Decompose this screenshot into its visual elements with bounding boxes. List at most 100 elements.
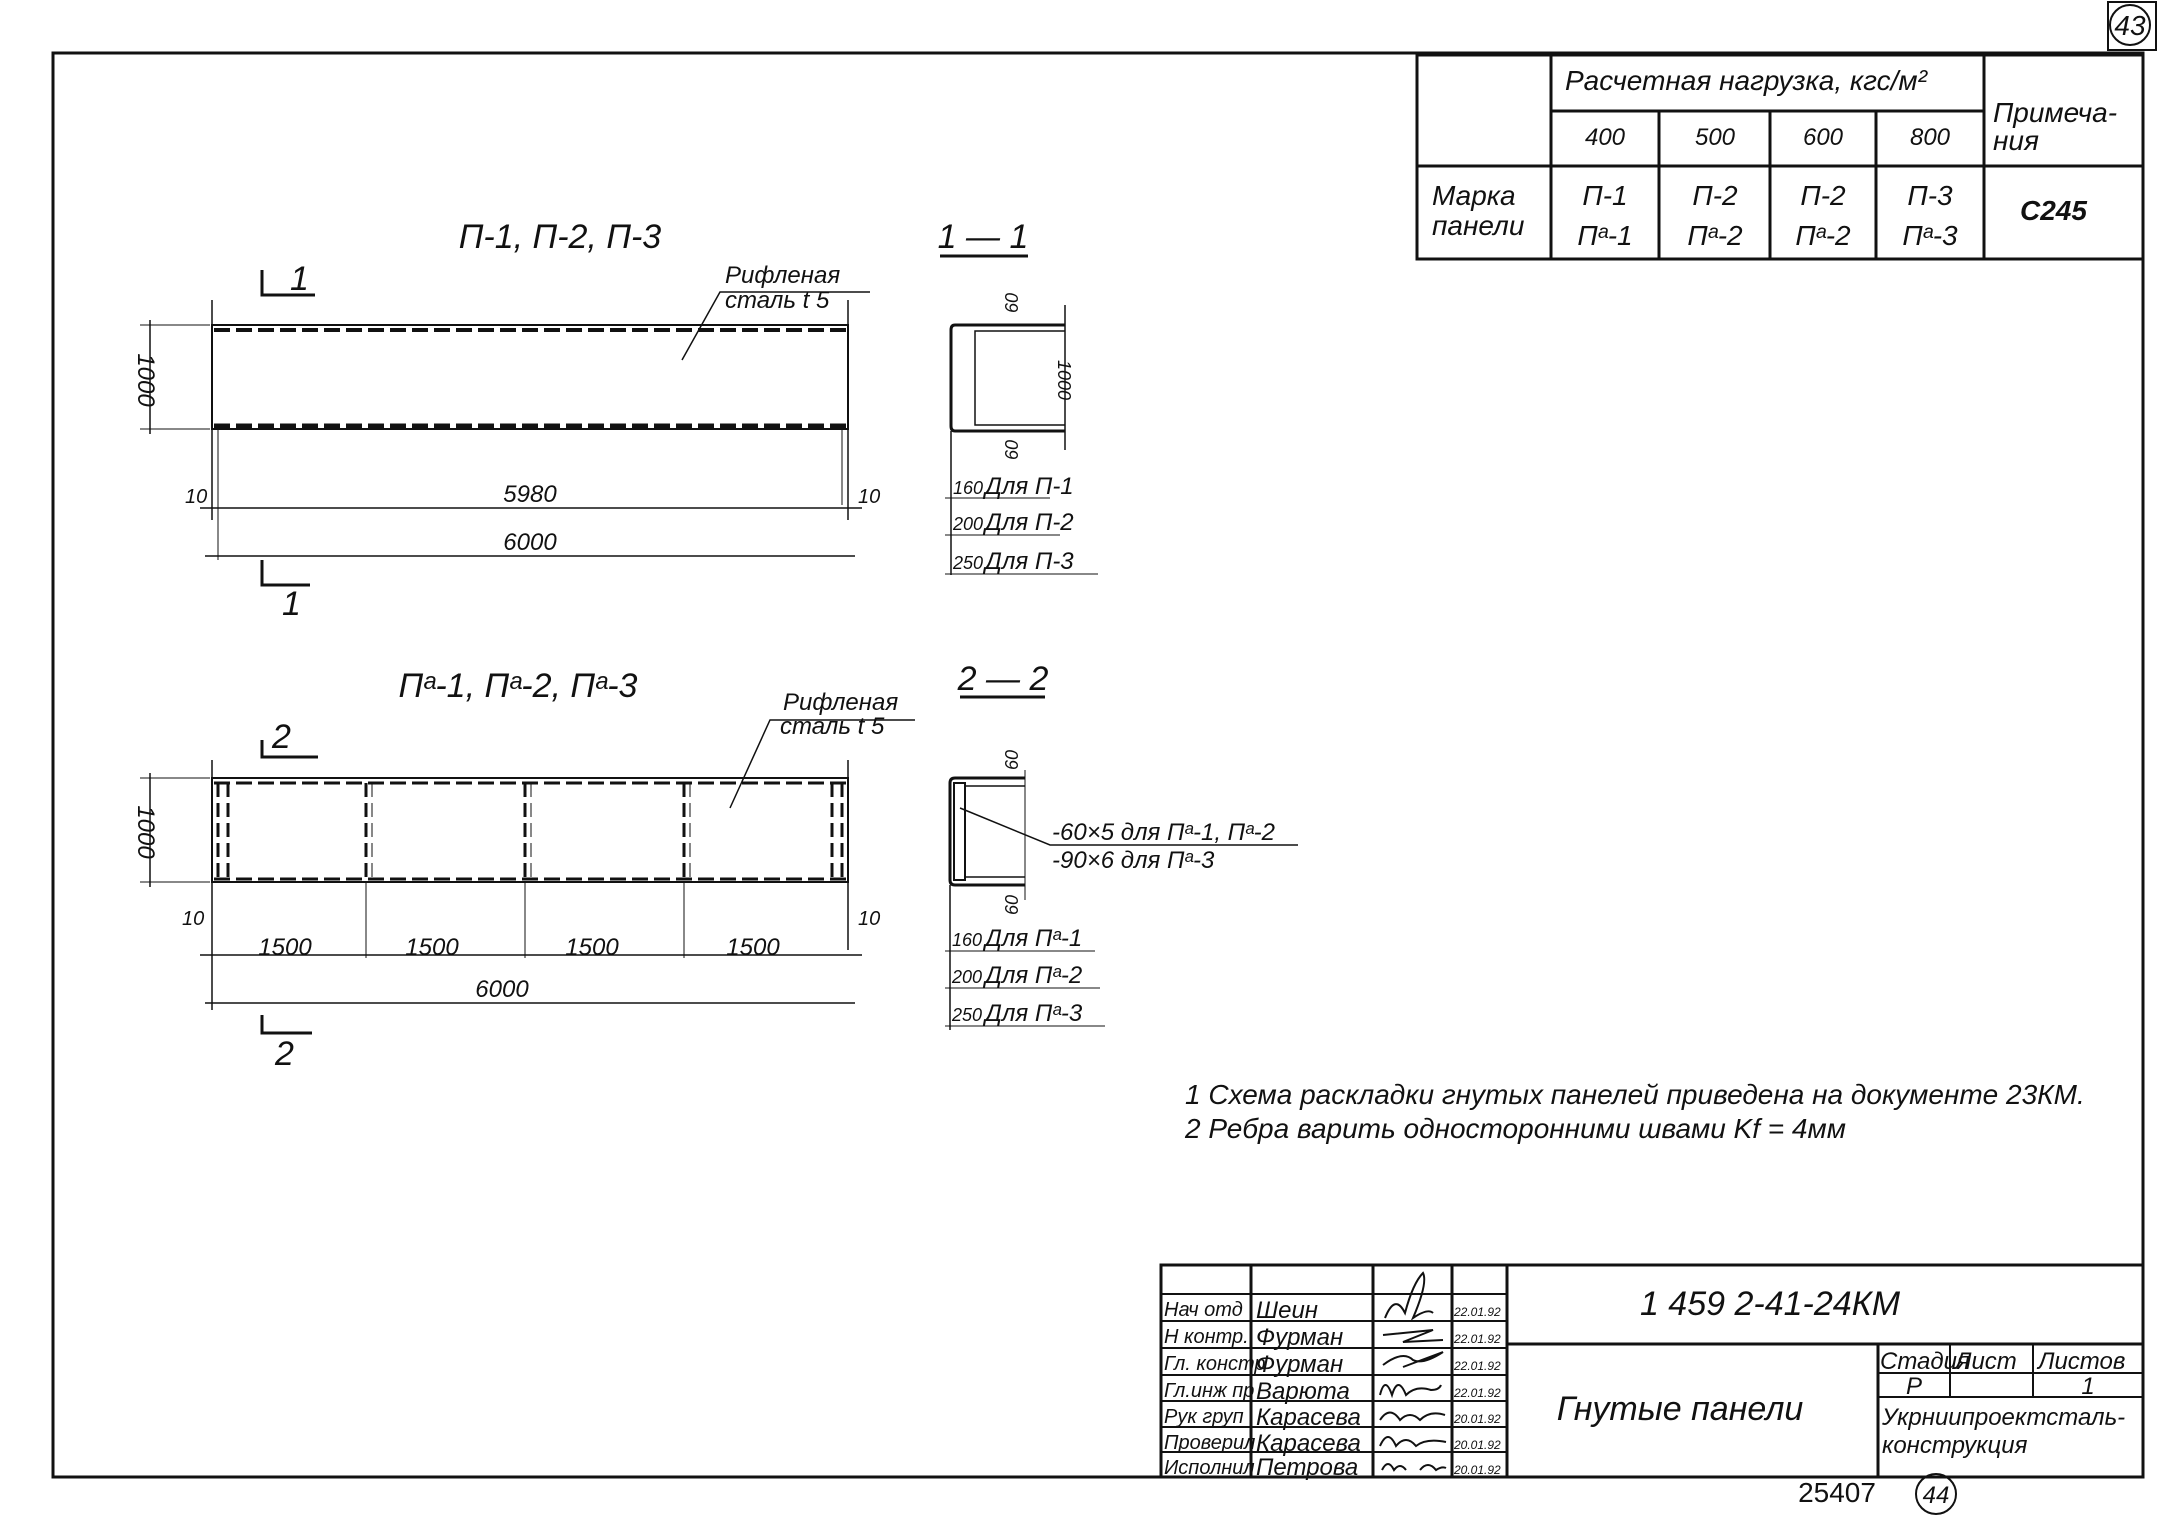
section-1-variant-label: Для П-2 xyxy=(982,509,1074,536)
load-500: 500 xyxy=(1695,124,1736,151)
signature-icon xyxy=(1379,1384,1442,1399)
mark-bottom-2: Пᵃ-2 xyxy=(1687,220,1743,251)
section-2-variant-size: 200 xyxy=(951,967,982,987)
load-800: 800 xyxy=(1910,124,1951,151)
staff-date: 20.01.92 xyxy=(1453,1412,1501,1426)
view2-title: Пᵃ-1, Пᵃ-2, Пᵃ-3 xyxy=(399,667,638,705)
staff-role: Рук груп xyxy=(1164,1406,1244,1428)
sheet-number-badge: 43 xyxy=(2107,1,2157,51)
staff-role: Гл. констр xyxy=(1164,1353,1266,1375)
mark-bottom-1: Пᵃ-1 xyxy=(1577,220,1632,251)
mark-top-3: П-2 xyxy=(1800,180,1846,211)
view2-dim-total: 6000 xyxy=(475,976,529,1003)
archive-number: 25407 xyxy=(1798,1477,1876,1508)
view1-dim-total: 6000 xyxy=(503,529,557,556)
staff-rows: Нач отд Шеин 22.01.92 Н контр. Фурман 22… xyxy=(1164,1297,1501,1481)
section-2-profile xyxy=(945,770,1298,1030)
view2-dim-bay-2: 1500 xyxy=(405,934,459,961)
signature-icon xyxy=(1381,1463,1447,1472)
title-block xyxy=(1159,1263,2145,1479)
view1-dim-inner: 5980 xyxy=(503,481,557,508)
view1-dim-height: 1000 xyxy=(132,353,159,407)
signatures xyxy=(1379,1271,1447,1472)
mark-top-1: П-1 xyxy=(1582,180,1627,211)
view2-dim-edge-right: 10 xyxy=(858,908,880,930)
section-1-variant-size: 200 xyxy=(952,514,983,534)
view1-cut-mark-bottom: 1 xyxy=(282,585,301,623)
view2-dim-edge-left: 10 xyxy=(182,908,204,930)
section-1-dim-height: 1000 xyxy=(1054,360,1074,400)
staff-role: Исполнил xyxy=(1164,1457,1255,1479)
view1-material-2: сталь t 5 xyxy=(725,287,830,314)
panel-2-plan xyxy=(140,719,915,1035)
load-400: 400 xyxy=(1585,124,1626,151)
staff-role: Нач отд xyxy=(1164,1299,1243,1321)
staff-date: 22.01.92 xyxy=(1453,1359,1501,1373)
organization-line-2: конструкция xyxy=(1882,1432,2028,1459)
staff-date: 22.01.92 xyxy=(1453,1332,1501,1346)
view2-dim-height: 1000 xyxy=(132,805,159,859)
mark-bottom-4: Пᵃ-3 xyxy=(1902,220,1958,251)
staff-name: Петрова xyxy=(1256,1454,1358,1481)
section-2-dim-flange-bottom: 60 xyxy=(1002,895,1022,915)
view1-material-1: Рифленая xyxy=(725,262,840,289)
sheet-number: 43 xyxy=(2114,10,2146,41)
table-header-notes-2: ния xyxy=(1993,125,2039,156)
view1-dim-edge-left: 10 xyxy=(185,486,207,508)
row-label-mark: Марка xyxy=(1432,180,1516,211)
view2-material-2: сталь t 5 xyxy=(780,713,885,740)
staff-name: Шеин xyxy=(1256,1297,1318,1324)
view2-dim-bay-4: 1500 xyxy=(726,934,780,961)
section-1-variant-size: 250 xyxy=(952,553,983,573)
sheet-frame xyxy=(51,51,2145,1479)
steel-grade: С245 xyxy=(2020,195,2087,226)
sheet-label: Лист xyxy=(1953,1348,2017,1375)
organization-line-1: Укрниипроектсталь- xyxy=(1881,1404,2125,1431)
section-2-rib-1: -60×5 для Пᵃ-1, Пᵃ-2 xyxy=(1052,819,1275,846)
staff-role: Н контр. xyxy=(1164,1326,1249,1348)
view1-title: П-1, П-2, П-3 xyxy=(459,218,661,256)
signature-icon xyxy=(1379,1411,1446,1422)
section-1-variant-label: Для П-1 xyxy=(982,473,1074,500)
table-header-load: Расчетная нагрузка, кгс/м² xyxy=(1565,65,1929,96)
staff-name: Фурман xyxy=(1256,1324,1343,1351)
signature-icon xyxy=(1382,1351,1444,1368)
section-2-variant-size: 160 xyxy=(952,930,982,950)
load-table xyxy=(1415,53,2145,261)
signature-icon xyxy=(1384,1271,1434,1321)
view1-cut-mark-top: 1 xyxy=(290,260,309,298)
staff-role: Гл.инж пр xyxy=(1164,1380,1254,1402)
view2-material-1: Рифленая xyxy=(783,689,898,716)
section-1-variant-size: 160 xyxy=(953,478,983,498)
panel-1-plan xyxy=(140,270,870,587)
stage-value: Р xyxy=(1906,1373,1922,1400)
staff-name: Варюта xyxy=(1256,1378,1350,1405)
mark-top-2: П-2 xyxy=(1692,180,1738,211)
section-2-variant-label: Для Пᵃ-1 xyxy=(982,925,1082,952)
document-code: 1 459 2-41-24КМ xyxy=(1640,1285,1901,1323)
staff-name: Фурман xyxy=(1256,1351,1343,1378)
staff-date: 22.01.92 xyxy=(1453,1386,1501,1400)
stage-label: Стадия xyxy=(1880,1348,1970,1375)
staff-role: Проверил xyxy=(1164,1432,1255,1454)
sheets-label: Листов xyxy=(2036,1348,2125,1375)
section-1-dim-flange-top: 60 xyxy=(1002,293,1022,313)
view2-cut-mark-top: 2 xyxy=(271,718,291,756)
view2-dim-bay-3: 1500 xyxy=(565,934,619,961)
table-header-notes: Примеча- xyxy=(1993,97,2117,128)
signature-icon xyxy=(1379,1436,1447,1448)
view2-dim-bay-1: 1500 xyxy=(258,934,312,961)
view2-cut-mark-bottom: 2 xyxy=(274,1035,294,1073)
document-title: Гнутые панели xyxy=(1557,1390,1804,1428)
staff-date: 20.01.92 xyxy=(1453,1463,1501,1477)
section-2-dim-flange-top: 60 xyxy=(1002,750,1022,770)
signature-icon xyxy=(1382,1329,1444,1343)
section-2-variant-size: 250 xyxy=(951,1005,982,1025)
staff-date: 22.01.92 xyxy=(1453,1305,1501,1319)
section-1-dim-flange-bottom: 60 xyxy=(1002,440,1022,460)
view1-dim-edge-right: 10 xyxy=(858,486,880,508)
staff-name: Карасева xyxy=(1256,1404,1361,1431)
next-sheet-number: 44 xyxy=(1923,1482,1950,1509)
note-1: 1 Схема раскладки гнутых панелей приведе… xyxy=(1185,1079,2085,1110)
